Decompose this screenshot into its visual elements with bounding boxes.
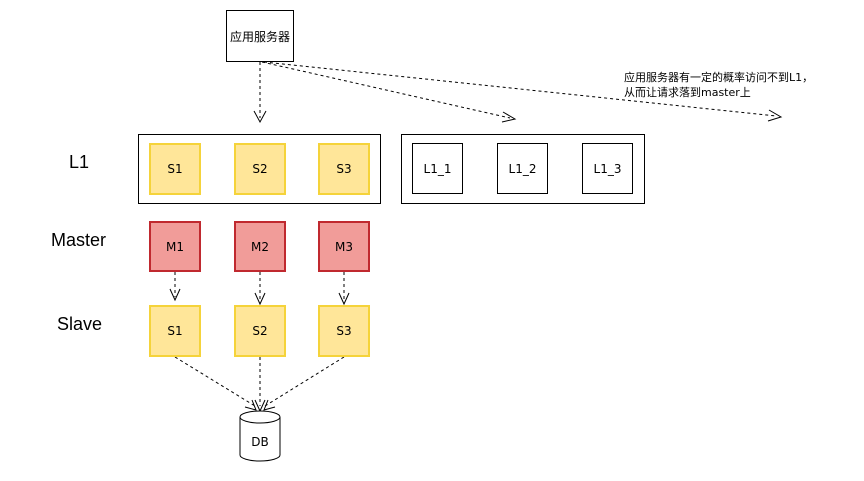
master-node-label: M3 (335, 239, 353, 254)
arrowhead-m2-to-s2 (254, 292, 266, 306)
row-label-slave: Slave (57, 314, 103, 334)
slave-node-s2: S2 (234, 305, 286, 357)
master-node-label: M2 (251, 239, 269, 254)
edge-s1-to-db (174, 356, 256, 407)
arrowhead-app-to-l1 (253, 110, 267, 124)
edge-app-to-l1-replicas (261, 61, 511, 119)
routing-note: 应用服务器有一定的概率访问不到L1， 从而让请求落到master上 (624, 70, 813, 100)
app-server-box: 应用服务器 (226, 10, 294, 62)
l1-node-s1: S1 (149, 143, 201, 195)
l1-replica-3: L1_3 (582, 143, 633, 194)
arrowhead-m1-to-s1 (169, 288, 181, 302)
routing-note-line2: 从而让请求落到master上 (624, 86, 751, 99)
l1-replica-1: L1_1 (412, 143, 463, 194)
l1-node-s2: S2 (234, 143, 286, 195)
slave-node-label: S2 (252, 324, 268, 338)
slave-node-label: S1 (167, 324, 183, 338)
arrowhead-s2-to-db (254, 399, 266, 413)
routing-note-line1: 应用服务器有一定的概率访问不到L1， (624, 71, 814, 84)
l1-replica-label: L1_1 (423, 161, 452, 176)
slave-node-label: S3 (336, 324, 352, 338)
master-node-label: M1 (166, 239, 184, 254)
l1-replica-label: L1_3 (593, 161, 622, 176)
slave-node-s1: S1 (149, 305, 201, 357)
arrowhead-s1-to-db (244, 399, 257, 411)
arrowhead-app-to-master (767, 109, 783, 122)
db-label-text: DB (251, 435, 269, 449)
row-label-l1: L1 (69, 152, 90, 172)
slave-node-s3: S3 (318, 305, 370, 357)
l1-replica-2: L1_2 (497, 143, 548, 194)
master-node-m3: M3 (318, 221, 370, 272)
arrowhead-m3-to-s3 (338, 292, 350, 306)
app-server-label: 应用服务器 (229, 29, 290, 44)
l1-node-label: S1 (167, 162, 183, 176)
l1-node-s3: S3 (318, 143, 370, 195)
db-label: DB (240, 428, 280, 456)
row-label-master: Master (51, 230, 107, 250)
l1-node-label: S2 (252, 162, 268, 176)
l1-replica-label: L1_2 (508, 161, 537, 176)
arrowhead-app-to-l1-replicas (501, 111, 517, 123)
master-node-m2: M2 (234, 221, 286, 272)
arrowhead-s3-to-db (263, 399, 276, 411)
edge-s3-to-db (264, 356, 345, 407)
master-node-m1: M1 (149, 221, 201, 272)
l1-node-label: S3 (336, 162, 352, 176)
